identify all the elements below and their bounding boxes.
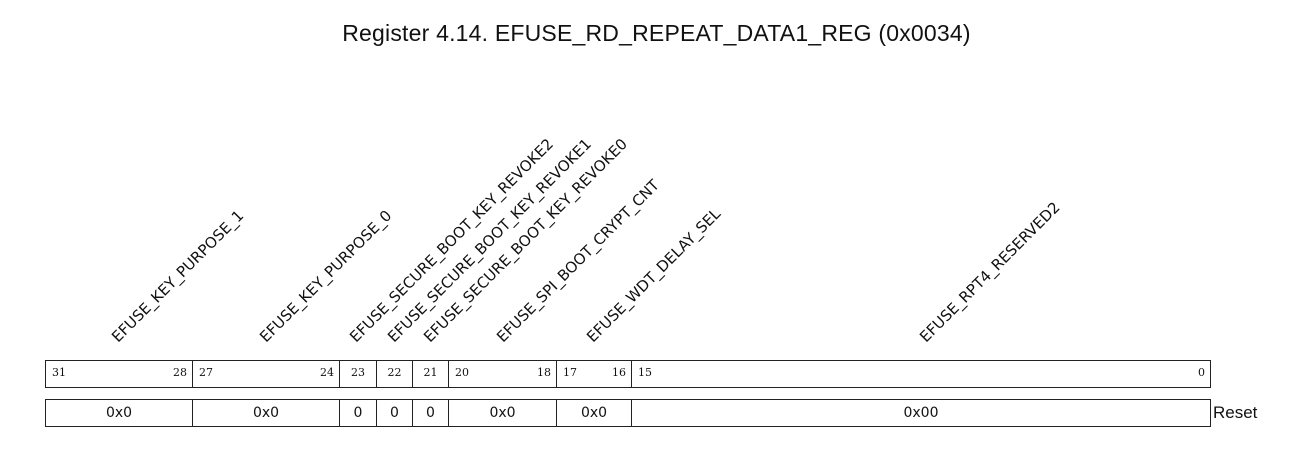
bit-lo: 24: [320, 366, 334, 379]
reset-value: 0: [412, 399, 448, 427]
bit-hi: 27: [199, 366, 213, 379]
reset-value: 0x0: [45, 399, 192, 427]
reset-value: 0: [339, 399, 376, 427]
register-title: Register 4.14. EFUSE_RD_REPEAT_DATA1_REG…: [342, 20, 971, 46]
bits-cell: 22: [376, 360, 412, 388]
field-label-secure-boot-key-revoke1: EFUSE_SECURE_BOOT_KEY_REVOKE1: [384, 135, 596, 347]
bits-cell: 21: [412, 360, 448, 388]
bit-lo: 0: [1198, 366, 1205, 379]
bit-lo: 28: [173, 366, 187, 379]
bits-cell: 20 18: [448, 360, 556, 388]
bit-single: 21: [423, 366, 438, 379]
reset-value: 0x0: [448, 399, 556, 427]
bit-hi: 17: [563, 366, 577, 379]
reset-value: 0x0: [192, 399, 339, 427]
bits-cell: 31 28: [45, 360, 192, 388]
bit-hi: 20: [455, 366, 469, 379]
bits-cell: 23: [339, 360, 376, 388]
bits-cell: 27 24: [192, 360, 339, 388]
bit-single: 23: [351, 366, 365, 379]
reset-label: Reset: [1213, 403, 1258, 422]
reset-value: 0: [376, 399, 412, 427]
reset-value: 0x0: [556, 399, 631, 427]
reset-value: 0x00: [631, 399, 1211, 427]
bit-lo: 18: [537, 366, 551, 379]
bit-numbers-row: 31 28 27 24 23 22 21 20 18 17 16 15 0: [45, 360, 1211, 388]
reset-values-row: 0x0 0x0 0 0 0 0x0 0x0 0x00: [45, 399, 1211, 427]
bit-lo: 16: [612, 366, 626, 379]
bits-cell: 17 16: [556, 360, 631, 388]
field-label-rpt4-reserved2: EFUSE_RPT4_RESERVED2: [916, 198, 1064, 346]
bit-hi: 15: [638, 366, 652, 379]
bit-single: 22: [387, 366, 402, 379]
bits-cell: 15 0: [631, 360, 1211, 388]
bit-hi: 31: [52, 366, 66, 379]
field-label-key-purpose-1: EFUSE_KEY_PURPOSE_1: [108, 207, 248, 347]
